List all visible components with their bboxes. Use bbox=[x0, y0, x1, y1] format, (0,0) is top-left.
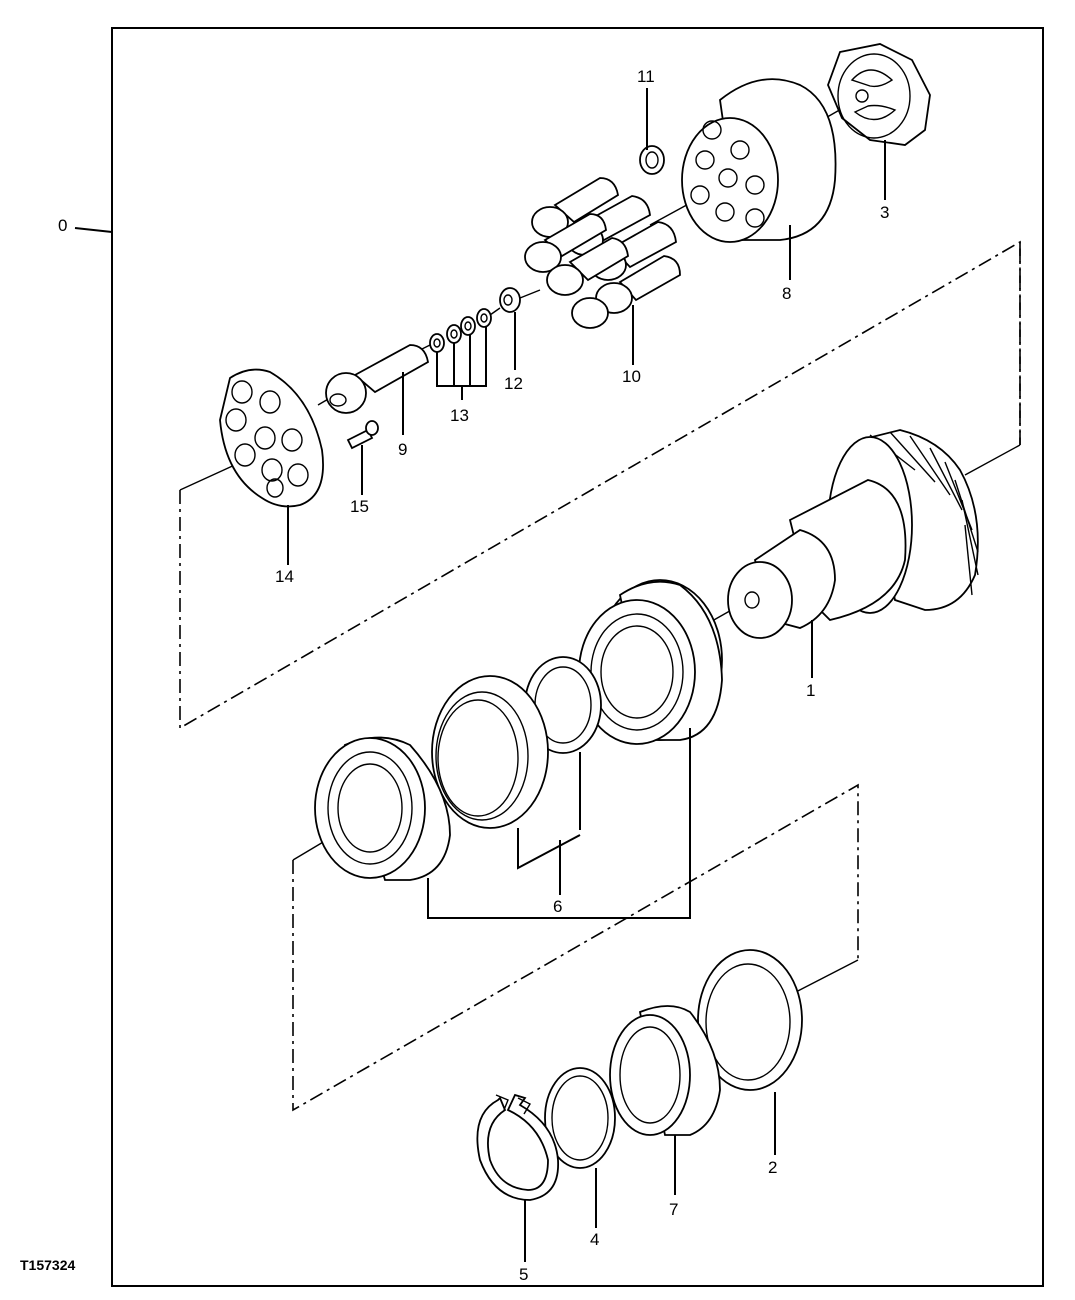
gear-shaft-part bbox=[727, 429, 979, 639]
leader-lines bbox=[74, 88, 886, 1262]
callout-12: 12 bbox=[504, 374, 523, 393]
bearing-large-part bbox=[578, 579, 723, 745]
circlip-5-part bbox=[476, 1093, 559, 1201]
washer-12-part bbox=[499, 287, 521, 313]
assembly-boundary-lower-path bbox=[292, 783, 859, 1112]
diagram-frame bbox=[111, 27, 1044, 1287]
valve-plate-part bbox=[827, 43, 931, 146]
callout-13: 13 bbox=[450, 406, 469, 425]
retainer-plate-part bbox=[219, 368, 324, 508]
callout-8: 8 bbox=[782, 284, 791, 303]
figure-id: T157324 bbox=[20, 1257, 75, 1273]
callout-2: 2 bbox=[768, 1158, 777, 1177]
spacers-13-part bbox=[429, 308, 492, 353]
callout-7: 7 bbox=[669, 1200, 678, 1219]
thrust-washer-part bbox=[697, 949, 803, 1091]
pistons-part bbox=[524, 177, 681, 329]
callout-1: 1 bbox=[806, 681, 815, 700]
ring-4-part bbox=[544, 1067, 616, 1169]
callout-6: 6 bbox=[553, 897, 562, 916]
callout-5: 5 bbox=[519, 1265, 528, 1284]
callout-0: 0 bbox=[58, 216, 67, 235]
bearing-small-part bbox=[314, 736, 451, 881]
callout-3: 3 bbox=[880, 203, 889, 222]
cylinder-block-part bbox=[681, 78, 837, 243]
assembly-boundary-upper-path bbox=[179, 240, 1021, 730]
callout-15: 15 bbox=[350, 497, 369, 516]
callout-4: 4 bbox=[590, 1230, 599, 1249]
callout-9: 9 bbox=[398, 440, 407, 459]
center-pin-part bbox=[325, 344, 429, 414]
outer-race-6-part bbox=[431, 675, 549, 829]
screw-15-part bbox=[346, 420, 379, 450]
callout-10: 10 bbox=[622, 367, 641, 386]
callout-11: 11 bbox=[637, 67, 655, 86]
callout-14: 14 bbox=[275, 567, 294, 586]
bushing-7-part bbox=[609, 1005, 721, 1136]
ring-11-part bbox=[639, 145, 665, 175]
